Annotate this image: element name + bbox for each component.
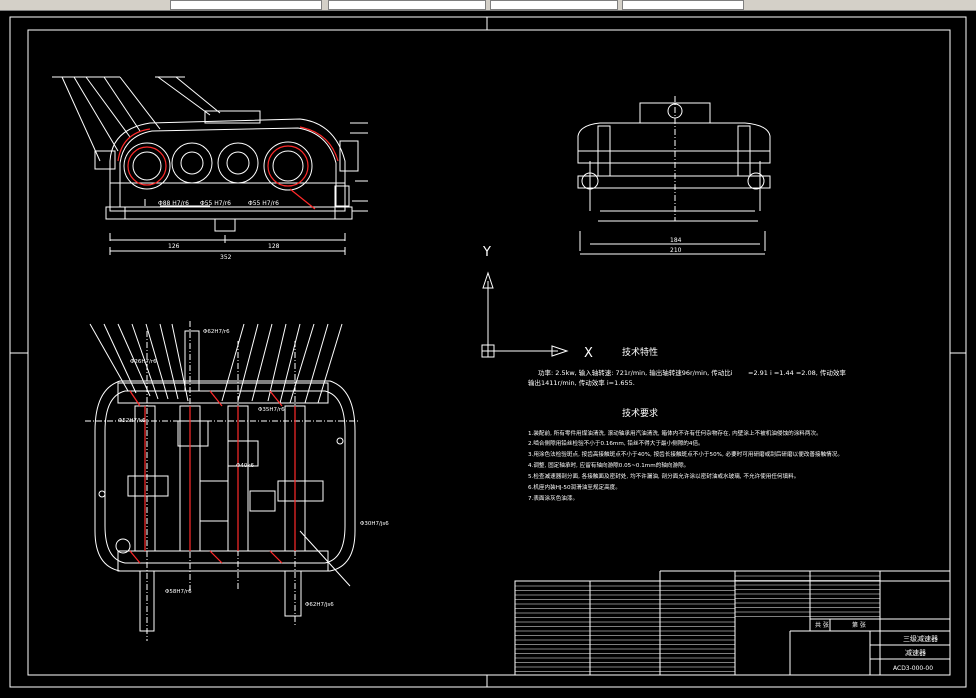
tech-spec-line-2: 输出1411r/min, 传动效率 i=1.655. <box>528 378 635 387</box>
toolbar-field-2[interactable] <box>328 0 486 10</box>
ucs-icon <box>481 271 569 358</box>
side-view <box>577 96 771 255</box>
svg-text:Φ30H7/js6: Φ30H7/js6 <box>360 521 389 527</box>
svg-text:Φ55 H7/r6: Φ55 H7/r6 <box>200 200 231 207</box>
svg-text:128: 128 <box>268 243 280 250</box>
svg-text:Φ62H7/r6: Φ62H7/r6 <box>203 329 230 335</box>
toolbar-field-4[interactable] <box>622 0 744 10</box>
toolbar-field-3[interactable] <box>490 0 618 10</box>
tech-req-item: 2.啮合侧隙用铅丝检验不小于0.16mm, 铅丝不得大于最小侧隙的4倍。 <box>528 439 704 447</box>
front-view-red-details <box>117 126 339 210</box>
ucs-x-label: X <box>584 346 593 361</box>
tech-spec-line-1-right: =2.91 i =1.44 =2.08, 传动效率 <box>748 368 846 377</box>
outer-frame <box>9 16 967 688</box>
tech-req-item: 5.检查减速器剖分面, 各接触面及密封处, 均不许漏油, 剖分面允许涂以密封油或… <box>528 472 799 480</box>
svg-text:Φ52H7/k6: Φ52H7/k6 <box>118 418 146 424</box>
title-block-col-b: 第 张 <box>852 621 866 629</box>
svg-text:210: 210 <box>670 247 682 254</box>
tech-req-title: 技术要求 <box>622 407 658 419</box>
tech-req-item: 3.用涂色法检验斑点, 按齿高接触斑点不小于40%, 按齿长接触斑点不小于50%… <box>528 450 843 458</box>
svg-text:Φ40k6: Φ40k6 <box>236 463 255 469</box>
front-view-dimension-text: Φ88 H7/r6 Φ55 H7/r6 Φ55 H7/r6 126 128 35… <box>158 200 280 261</box>
title-block-drawing-no: ACD3-000-00 <box>893 665 933 672</box>
title-block-rows <box>515 575 880 672</box>
svg-text:Φ58H7/r6: Φ58H7/r6 <box>165 589 192 595</box>
drawing-border <box>27 29 951 676</box>
svg-text:Φ55 H7/r6: Φ55 H7/r6 <box>248 200 279 207</box>
svg-text:126: 126 <box>168 243 180 250</box>
svg-text:Φ88 H7/r6: Φ88 H7/r6 <box>158 200 189 207</box>
svg-text:Φ26H7/r6: Φ26H7/r6 <box>130 359 157 365</box>
title-block-col-a: 共 张 <box>815 621 829 629</box>
tech-requirements: 技术要求 1.装配前, 所有零件用煤油清洗, 滚动轴承用汽油清洗, 箱体内不许有… <box>528 407 843 502</box>
tech-req-item: 4.调整, 固定轴承时, 应留有轴向游隙0.05~0.1mm的轴向游隙。 <box>528 461 689 469</box>
tech-spec: 技术特性 功率: 2.5kw, 输入轴转速: 721r/min, 输出轴转速96… <box>528 346 846 387</box>
top-section-view <box>85 321 360 641</box>
ucs-y-label: Y <box>482 245 491 260</box>
tech-req-item: 6.机座内装HJ-50润滑油至规定高度。 <box>528 483 621 491</box>
ucs-labels: Y X <box>482 245 593 361</box>
svg-text:Φ35H7/r6: Φ35H7/r6 <box>258 407 285 413</box>
title-block <box>514 570 951 676</box>
svg-text:Φ62H7/js6: Φ62H7/js6 <box>305 602 334 608</box>
tech-req-item: 7.表面涂灰色油漆。 <box>528 494 578 502</box>
tech-req-item: 1.装配前, 所有零件用煤油清洗, 滚动轴承用汽油清洗, 箱体内不许有任何杂物存… <box>528 429 822 437</box>
tech-spec-line-1: 功率: 2.5kw, 输入轴转速: 721r/min, 输出轴转速96r/min… <box>538 368 733 377</box>
drawing-canvas[interactable]: Φ88 H7/r6 Φ55 H7/r6 Φ55 H7/r6 126 128 35… <box>0 11 976 698</box>
toolbar-field-1[interactable] <box>170 0 322 10</box>
top-section-red-details <box>129 390 296 564</box>
tech-spec-title: 技术特性 <box>622 346 658 358</box>
svg-text:184: 184 <box>670 237 682 244</box>
front-view <box>52 76 368 255</box>
svg-text:352: 352 <box>220 254 232 261</box>
top-section-fit-labels: Φ62H7/r6 Φ26H7/r6 Φ35H7/r6 Φ52H7/k6 Φ40k… <box>118 329 389 608</box>
title-block-sub: 减速器 <box>905 648 926 657</box>
toolbar <box>0 0 976 11</box>
side-view-dimension-text: 184 210 <box>670 237 682 254</box>
title-block-text: 三级减速器 减速器 ACD3-000-00 共 张 第 张 <box>815 621 938 672</box>
title-block-name: 三级减速器 <box>903 634 938 643</box>
